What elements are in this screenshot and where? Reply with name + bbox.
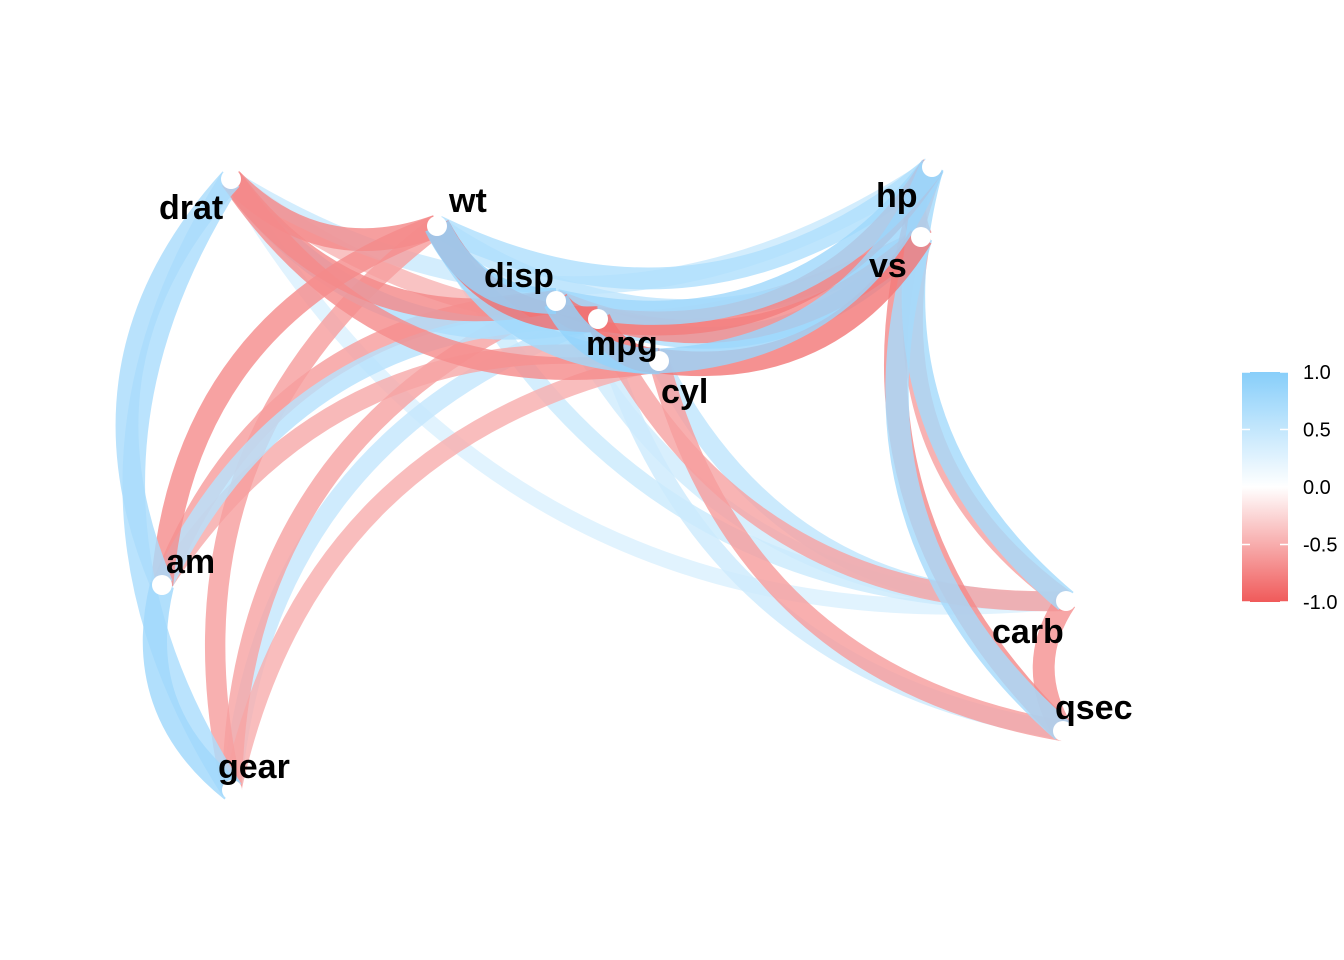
node-label-qsec: qsec xyxy=(1055,689,1133,727)
node-label-drat: drat xyxy=(159,189,223,227)
edge-cyl-gear xyxy=(222,351,662,792)
edge-disp-gear xyxy=(221,291,561,791)
edge-drat-am xyxy=(115,171,240,590)
edges-layer xyxy=(115,158,1076,800)
edge-wt-disp xyxy=(425,220,557,315)
node-carb xyxy=(1056,591,1076,611)
edge-disp-cyl xyxy=(544,294,660,375)
edge-disp-hp xyxy=(553,159,942,325)
node-label-am: am xyxy=(166,543,215,581)
legend: 1.0 0.5 0.0 -0.5 -1.0 xyxy=(1242,362,1337,614)
node-mpg xyxy=(588,309,608,329)
legend-ticks: 1.0 0.5 0.0 -0.5 -1.0 xyxy=(1242,362,1337,614)
node-label-disp: disp xyxy=(484,257,554,295)
edge-cyl-hp xyxy=(658,162,944,374)
nodes-layer xyxy=(152,157,1076,800)
legend-tick-label: 0.0 xyxy=(1303,477,1331,499)
legend-tick-label: 1.0 xyxy=(1303,362,1331,384)
edge-drat-carb xyxy=(224,175,1067,615)
node-hp xyxy=(922,157,942,177)
node-label-hp: hp xyxy=(876,177,918,215)
node-label-cyl: cyl xyxy=(661,373,708,411)
node-label-vs: vs xyxy=(869,247,907,285)
node-label-gear: gear xyxy=(218,748,290,786)
node-label-wt: wt xyxy=(448,182,487,220)
node-cyl xyxy=(649,351,669,371)
edge-am-gear xyxy=(142,582,240,800)
node-gear xyxy=(222,780,242,800)
node-label-carb: carb xyxy=(992,613,1064,651)
edge-wt-hp xyxy=(432,158,939,290)
legend-tick-label: 0.5 xyxy=(1303,420,1331,442)
node-vs xyxy=(911,227,931,247)
node-qsec xyxy=(1053,721,1073,741)
legend-tick-label: -0.5 xyxy=(1303,535,1337,557)
edge-cyl-qsec xyxy=(649,358,1065,742)
edge-wt-am xyxy=(150,215,441,586)
edge-mpg-carb xyxy=(589,314,1067,612)
node-wt xyxy=(427,216,447,236)
node-am xyxy=(152,575,172,595)
legend-tick-label: -1.0 xyxy=(1303,592,1337,614)
node-label-mpg: mpg xyxy=(586,325,658,363)
node-disp xyxy=(546,291,566,311)
node-drat xyxy=(221,169,241,189)
